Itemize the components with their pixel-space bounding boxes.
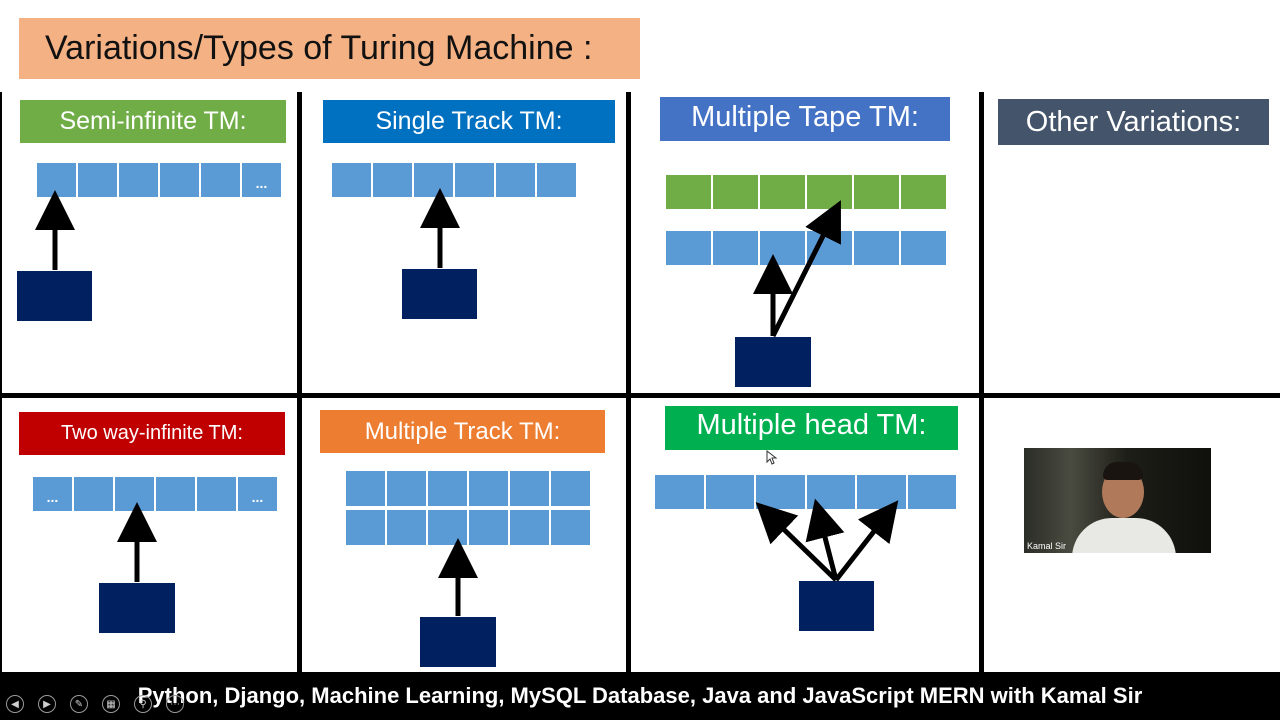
control-box-single-track — [402, 269, 477, 319]
tape-cell — [386, 470, 427, 507]
divider-v3 — [979, 92, 984, 672]
tape-cell-ellipsis: ... — [241, 162, 282, 198]
control-box-multiple-tape — [735, 337, 811, 387]
tape-cell — [77, 162, 118, 198]
tape-cell — [495, 162, 536, 198]
tape-cell — [331, 162, 372, 198]
tape-single-track — [331, 162, 579, 198]
tape-cell-ellipsis: ... — [237, 476, 278, 512]
tape-cell — [665, 230, 712, 266]
tape-cell — [759, 174, 806, 210]
tape-cell — [468, 470, 509, 507]
tape-cell — [155, 476, 196, 512]
tape-cell — [509, 470, 550, 507]
tape-cell — [907, 474, 957, 510]
tape-cell — [900, 230, 947, 266]
tape-multiple-track-1 — [345, 470, 593, 507]
tape-cell — [454, 162, 495, 198]
tape-cell — [73, 476, 114, 512]
mouse-cursor-icon — [766, 450, 778, 465]
presenter-body — [1072, 518, 1176, 553]
label-two-way-infinite: Two way-infinite TM: — [19, 412, 285, 455]
arrow-multiple-head-3 — [834, 500, 899, 582]
zoom-icon[interactable]: ⚲ — [134, 695, 152, 713]
presenter-name: Kamal Sir — [1027, 541, 1067, 551]
tape-cell-ellipsis: ... — [32, 476, 73, 512]
control-box-multiple-track — [420, 617, 496, 667]
divider-v1 — [297, 92, 302, 672]
next-slide-icon[interactable]: ▶ — [38, 695, 56, 713]
more-icon[interactable]: ⋯ — [166, 695, 184, 713]
label-single-track: Single Track TM: — [323, 100, 615, 143]
tape-cell — [345, 470, 386, 507]
tape-multiple-track-2 — [345, 509, 593, 546]
label-multiple-head: Multiple head TM: — [665, 406, 958, 450]
tape-cell — [159, 162, 200, 198]
tape-cell — [200, 162, 241, 198]
tape-cell — [118, 162, 159, 198]
presenter-hair — [1103, 462, 1143, 480]
tape-cell — [550, 470, 591, 507]
tape-cell — [550, 509, 591, 546]
tape-cell — [372, 162, 413, 198]
tape-cell — [900, 174, 947, 210]
divider-v2 — [626, 92, 631, 672]
label-multiple-track: Multiple Track TM: — [320, 410, 605, 453]
tape-cell — [427, 470, 468, 507]
control-box-multiple-head — [799, 581, 874, 631]
label-semi-infinite: Semi-infinite TM: — [20, 100, 286, 143]
tape-cell — [386, 509, 427, 546]
pen-icon[interactable]: ✎ — [70, 695, 88, 713]
tape-two-way-infinite: ... ... — [32, 476, 280, 512]
slide-title: Variations/Types of Turing Machine : — [19, 18, 640, 79]
tape-cell — [665, 174, 712, 210]
divider-h — [0, 393, 1280, 398]
tape-cell — [705, 474, 755, 510]
slides-icon[interactable]: ▦ — [102, 695, 120, 713]
label-other-variations: Other Variations: — [998, 99, 1269, 145]
tape-cell — [853, 174, 900, 210]
tape-cell — [509, 509, 550, 546]
prev-slide-icon[interactable]: ◀ — [6, 695, 24, 713]
tape-cell — [654, 474, 705, 510]
tape-multiple-head — [654, 474, 957, 510]
tape-multiple-tape-1 — [665, 174, 947, 210]
tape-cell — [712, 230, 759, 266]
tape-cell — [345, 509, 386, 546]
control-box-semi-infinite — [17, 271, 92, 321]
tape-cell — [712, 174, 759, 210]
tape-cell — [196, 476, 237, 512]
tape-semi-infinite: ... — [36, 162, 284, 198]
presenter-video[interactable]: Kamal Sir — [1024, 448, 1211, 553]
arrow-multiple-head-1 — [755, 502, 838, 582]
arrow-multiple-tape-2 — [770, 200, 841, 338]
label-multiple-tape: Multiple Tape TM: — [660, 97, 950, 141]
control-box-two-way — [99, 583, 175, 633]
tape-cell — [853, 230, 900, 266]
tape-cell — [536, 162, 577, 198]
arrow-multiple-head-2 — [805, 498, 845, 581]
footer-banner: Python, Django, Machine Learning, MySQL … — [0, 672, 1280, 720]
divider-left-edge — [0, 92, 2, 672]
